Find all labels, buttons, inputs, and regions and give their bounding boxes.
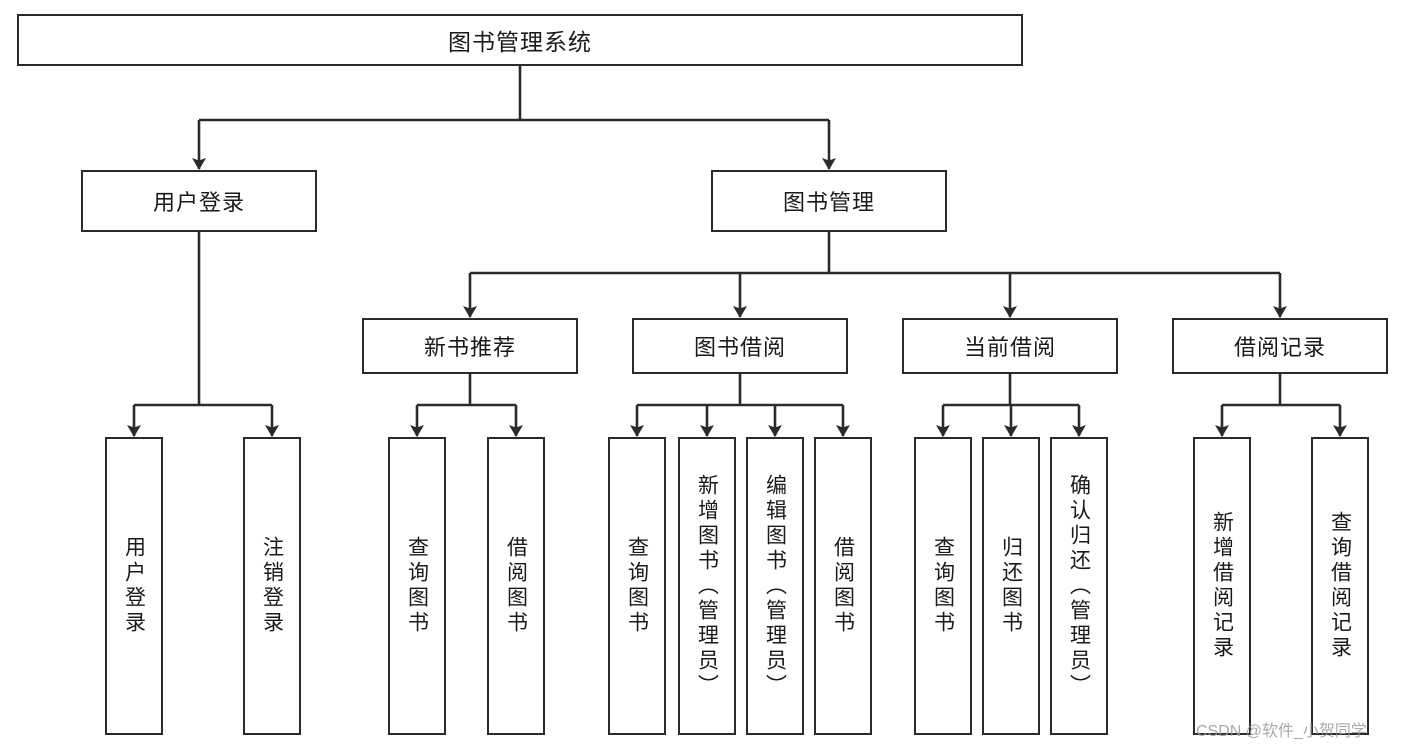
node-leaf-add-record[interactable]: 新增借阅记录 xyxy=(1193,437,1251,735)
node-label: 借阅图书 xyxy=(831,536,855,636)
node-leaf-query-book-cb[interactable]: 查询图书 xyxy=(914,437,972,735)
node-leaf-query-book-rec[interactable]: 查询图书 xyxy=(388,437,446,735)
node-label: 图书管理 xyxy=(782,190,875,215)
node-leaf-edit-book[interactable]: 编辑图书（管理员） xyxy=(746,437,804,735)
node-leaf-user-logout[interactable]: 注销登录 xyxy=(243,437,301,735)
node-current-borrow[interactable]: 当前借阅 xyxy=(902,318,1118,374)
node-leaf-borrow-book-br[interactable]: 借阅图书 xyxy=(814,437,872,735)
node-label: 新增图书（管理员） xyxy=(695,473,719,699)
node-root[interactable]: 图书管理系统 xyxy=(17,14,1023,66)
node-label: 用户登录 xyxy=(122,536,146,636)
node-new-book-recommend[interactable]: 新书推荐 xyxy=(362,318,578,374)
node-label: 查询借阅记录 xyxy=(1328,511,1352,661)
node-label: 查询图书 xyxy=(405,536,429,636)
node-leaf-borrow-book-rec[interactable]: 借阅图书 xyxy=(487,437,545,735)
node-book-manage[interactable]: 图书管理 xyxy=(711,170,947,232)
node-label: 用户登录 xyxy=(152,190,245,215)
node-leaf-user-login[interactable]: 用户登录 xyxy=(105,437,163,735)
node-label: 注销登录 xyxy=(260,536,284,636)
node-book-borrow[interactable]: 图书借阅 xyxy=(632,318,848,374)
node-label: 归还图书 xyxy=(999,536,1023,636)
node-leaf-return-book[interactable]: 归还图书 xyxy=(982,437,1040,735)
node-leaf-query-record[interactable]: 查询借阅记录 xyxy=(1311,437,1369,735)
node-user-login[interactable]: 用户登录 xyxy=(81,170,317,232)
node-label: 新增借阅记录 xyxy=(1210,511,1234,661)
node-label: 新书推荐 xyxy=(423,335,516,360)
csdn-watermark: CSDN @软件_小贺同学 xyxy=(1196,723,1367,740)
node-label: 借阅图书 xyxy=(504,536,528,636)
node-label: 确认归还（管理员） xyxy=(1067,473,1091,699)
node-label: 查询图书 xyxy=(931,536,955,636)
node-label: 查询图书 xyxy=(625,536,649,636)
node-leaf-add-book[interactable]: 新增图书（管理员） xyxy=(678,437,736,735)
node-label: 当前借阅 xyxy=(963,335,1056,360)
node-leaf-confirm-return[interactable]: 确认归还（管理员） xyxy=(1050,437,1108,735)
node-label: 编辑图书（管理员） xyxy=(763,473,787,699)
node-label: 图书借阅 xyxy=(693,335,786,360)
node-label: 图书管理系统 xyxy=(448,29,592,55)
node-leaf-query-book-br[interactable]: 查询图书 xyxy=(608,437,666,735)
node-label: 借阅记录 xyxy=(1233,335,1326,360)
node-borrow-record[interactable]: 借阅记录 xyxy=(1172,318,1388,374)
